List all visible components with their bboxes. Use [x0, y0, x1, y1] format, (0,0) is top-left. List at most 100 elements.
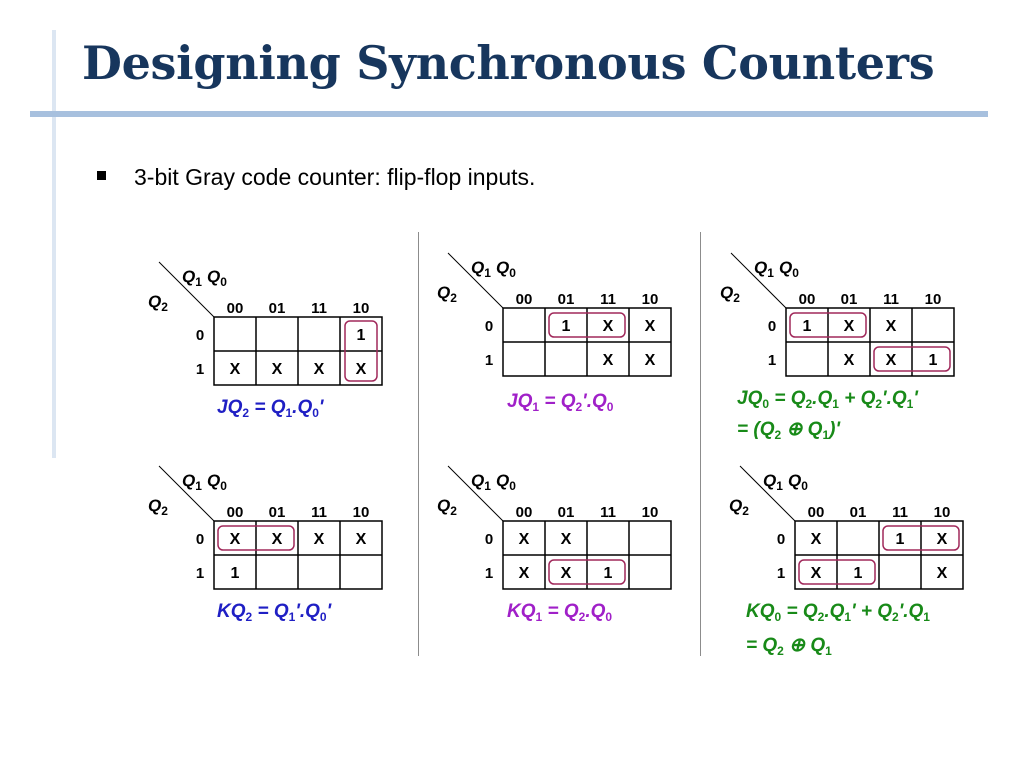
group-loop: [882, 525, 960, 551]
column-header: 10: [353, 300, 370, 317]
row-header: 0: [485, 318, 493, 335]
column-header: 00: [227, 504, 244, 521]
bullet-marker: [97, 171, 106, 180]
column-header: 01: [841, 291, 858, 308]
kmap-cell: 1: [803, 318, 812, 335]
kmap-cell: X: [844, 318, 855, 335]
column-header: 00: [808, 504, 825, 521]
bullet-text: 3-bit Gray code counter: flip-flop input…: [134, 164, 536, 190]
row-header: 0: [196, 531, 204, 548]
group-loop: [789, 312, 867, 338]
kmap-cell: X: [937, 531, 948, 548]
title-underline: [30, 111, 988, 117]
kmap-cell: X: [645, 318, 656, 335]
row-var-label: Q2: [148, 292, 168, 314]
column-header: 11: [892, 504, 908, 521]
equation-kq0: KQ0 = Q2.Q1' + Q2'.Q1: [746, 601, 930, 624]
kmap-cell: 1: [896, 531, 905, 548]
kmap-cell: X: [886, 352, 897, 369]
kmap-cell: X: [272, 361, 283, 378]
corner-diagonal: [447, 252, 504, 309]
column-header: 10: [925, 291, 942, 308]
kmap-cell: X: [811, 565, 822, 582]
group-loop: [217, 525, 295, 551]
col-var-label: Q1: [182, 267, 202, 289]
column-header: 01: [850, 504, 867, 521]
column-header: 00: [516, 291, 533, 308]
column-header: 00: [799, 291, 816, 308]
row-header: 0: [196, 327, 204, 344]
corner-diagonal: [739, 465, 796, 522]
column-header: 01: [558, 504, 575, 521]
kmap-cell: X: [230, 361, 241, 378]
column-header: 11: [600, 291, 616, 308]
equation-jq1: JQ1 = Q2'.Q0: [507, 391, 614, 414]
kmap-cell: X: [519, 565, 530, 582]
kmap-cell: X: [314, 361, 325, 378]
col-var-label: Q1: [763, 471, 783, 493]
column-header: 01: [269, 300, 286, 317]
kmap-cell: X: [272, 531, 283, 548]
kmap-cell: X: [356, 531, 367, 548]
corner-diagonal: [447, 465, 504, 522]
col-var-label: Q1: [471, 258, 491, 280]
row-header: 1: [768, 352, 776, 369]
col-var-label: Q0: [496, 258, 516, 280]
kmap-cell: X: [561, 565, 572, 582]
column-header: 01: [269, 504, 286, 521]
kmap-cell: X: [886, 318, 897, 335]
kmap-cell: X: [937, 565, 948, 582]
corner-diagonal: [158, 261, 215, 318]
col-var-label: Q0: [779, 258, 799, 280]
left-accent-rule: [52, 30, 56, 458]
row-header: 1: [777, 565, 785, 582]
kmap-cell: X: [561, 531, 572, 548]
column-header: 10: [934, 504, 951, 521]
column-header: 11: [883, 291, 899, 308]
group-loop: [344, 320, 378, 382]
kmap-cell: X: [230, 531, 241, 548]
equation-kq1: KQ1 = Q2.Q0: [507, 601, 613, 624]
equation-jq0-simplified: = (Q2 ⊕ Q1)': [737, 419, 840, 442]
row-header: 1: [196, 361, 204, 378]
group-loop: [798, 559, 876, 585]
row-var-label: Q2: [729, 496, 749, 518]
kmap-cell: X: [356, 361, 367, 378]
column-header: 10: [642, 504, 659, 521]
column-divider-right: [700, 232, 701, 656]
column-header: 10: [642, 291, 659, 308]
group-loop: [548, 559, 626, 585]
group-loop: [873, 346, 951, 372]
col-var-label: Q0: [207, 267, 227, 289]
row-header: 0: [768, 318, 776, 335]
column-header: 11: [600, 504, 616, 521]
row-var-label: Q2: [437, 283, 457, 305]
column-header: 01: [558, 291, 575, 308]
row-header: 0: [777, 531, 785, 548]
row-header: 0: [485, 531, 493, 548]
kmap-cell: 1: [929, 352, 938, 369]
corner-diagonal: [730, 252, 787, 309]
column-header: 00: [227, 300, 244, 317]
kmap-cell: 1: [854, 565, 863, 582]
equation-jq0: JQ0 = Q2.Q1 + Q2'.Q1': [737, 388, 918, 411]
kmap-cell: X: [603, 318, 614, 335]
column-header: 11: [311, 504, 327, 521]
row-header: 1: [196, 565, 204, 582]
kmap-cell: 1: [604, 565, 613, 582]
row-header: 1: [485, 565, 493, 582]
kmap-cell: X: [844, 352, 855, 369]
kmap-cell: X: [811, 531, 822, 548]
column-header: 00: [516, 504, 533, 521]
row-var-label: Q2: [437, 496, 457, 518]
kmap-cell: 1: [357, 327, 366, 344]
equation-kq2: KQ2 = Q1'.Q0': [217, 601, 332, 624]
row-var-label: Q2: [720, 283, 740, 305]
column-header: 10: [353, 504, 370, 521]
col-var-label: Q1: [182, 471, 202, 493]
kmap-cell: X: [645, 352, 656, 369]
group-loop: [548, 312, 626, 338]
col-var-label: Q1: [471, 471, 491, 493]
equation-jq2: JQ2 = Q1.Q0': [217, 397, 324, 420]
